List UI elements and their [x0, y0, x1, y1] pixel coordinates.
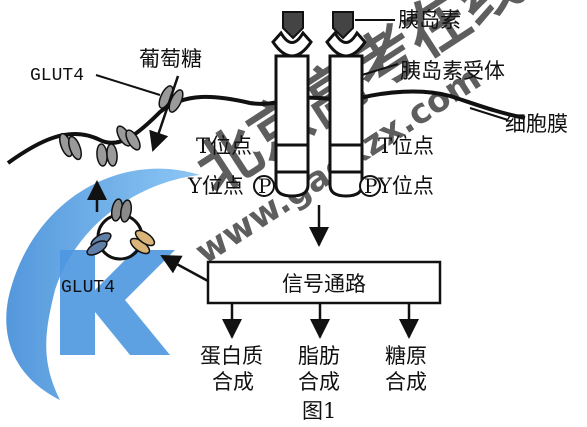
phosphate-circle-left: [253, 175, 275, 197]
glut4-transporter-low: [96, 143, 118, 167]
receptor-binding-cup-right: [325, 30, 367, 58]
t-site-right-label: T位点: [378, 134, 434, 158]
output-fat-line2: 合成: [298, 370, 340, 394]
glucose-arrow: [149, 75, 180, 152]
phosphate-right-label: P: [364, 174, 377, 198]
watermark-logo-k: [60, 250, 175, 355]
glut4-transporter-mid: [116, 125, 141, 151]
figure-caption: 图1: [302, 399, 336, 423]
y-site-right-label: Y位点: [377, 174, 434, 198]
output-glycogen-line1: 糖原: [385, 344, 427, 368]
pathway-to-vesicle-arrow: [160, 254, 209, 283]
insulin-label: 胰岛素: [398, 8, 461, 32]
insulin-molecule-right: [332, 11, 354, 40]
glut4-vesicle: [86, 198, 156, 261]
insulin-receptor-label: 胰岛素受体: [400, 59, 505, 83]
t-site-left-label: T位点: [196, 134, 252, 158]
output-protein-line2: 合成: [212, 370, 254, 394]
glut4-top-leader: [95, 74, 161, 96]
insulin-molecule-left: [282, 11, 304, 40]
phosphate-circle-right: [359, 175, 381, 197]
receptor-label-leader: [361, 63, 399, 76]
output-fat-line1: 脂肪: [298, 344, 340, 368]
signal-pathway-label: 信号通路: [282, 272, 366, 296]
cell-membrane-line: [6, 89, 526, 165]
insulin-receptor-left: [271, 30, 313, 198]
glut4-membrane-cluster: [59, 85, 184, 167]
glut4-transporter-left: [59, 132, 82, 161]
glucose-label: 葡萄糖: [139, 47, 202, 71]
output-protein-line1: 蛋白质: [200, 344, 263, 368]
phosphate-left-label: P: [258, 174, 271, 198]
output-glycogen-line2: 合成: [385, 370, 427, 394]
insulin-receptor-right: [325, 30, 367, 198]
y-site-left-label: Y位点: [187, 174, 244, 198]
glut4-top-label: GLUT4: [30, 66, 84, 86]
membrane-label-leader: [469, 107, 509, 121]
signal-pathway-box: [206, 260, 442, 305]
receptor-binding-cup-left: [271, 30, 313, 58]
cell-membrane-label: 细胞膜: [505, 112, 568, 136]
glut4-bottom-label: GLUT4: [61, 278, 115, 298]
watermark-logo-swoosh: [6, 168, 201, 400]
